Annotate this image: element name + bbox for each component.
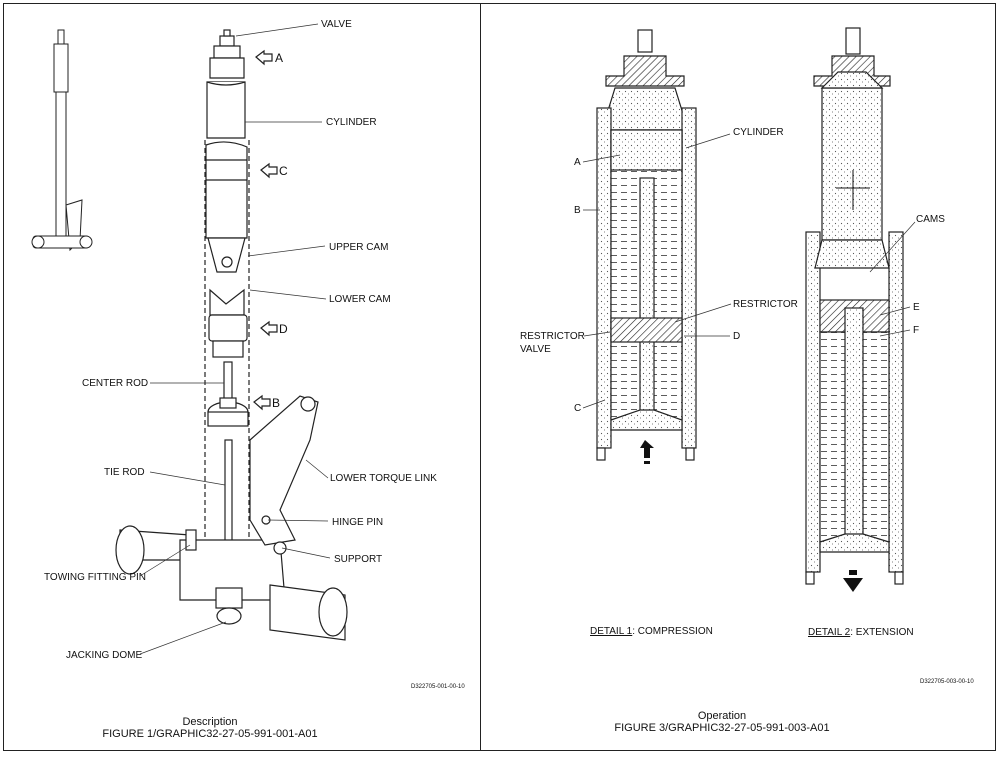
label-lower-cam: LOWER CAM <box>329 294 391 305</box>
detail2-extension-drawing <box>805 27 904 585</box>
leader-lines-left <box>139 23 331 655</box>
caption-left-title: Description <box>182 716 238 728</box>
drawing-id-right: D322705-003-00-10 <box>920 679 974 685</box>
label-view-a: A <box>275 51 283 65</box>
compression-arrow-tail <box>644 461 650 464</box>
drawing-id-left: D322705-001-00-10 <box>411 684 465 690</box>
compression-arrow-icon <box>640 440 654 458</box>
caption-right: Operation FIGURE 3/GRAPHIC32-27-05-991-0… <box>572 710 872 734</box>
detail1-prefix: DETAIL 1 <box>590 626 633 637</box>
label-view-d: D <box>279 322 288 336</box>
label-zone-f: F <box>913 325 919 336</box>
label-valve: VALVE <box>321 19 352 30</box>
extension-arrow-icon <box>843 578 863 592</box>
exploded-strut <box>115 29 348 641</box>
label-restrictor-valve-line2: VALVE <box>520 344 551 355</box>
label-tie-rod: TIE ROD <box>104 467 145 478</box>
label-lower-torque-link: LOWER TORQUE LINK <box>330 473 437 484</box>
label-view-b: B <box>272 396 280 410</box>
extension-arrow-tail <box>849 570 857 575</box>
label-cams: CAMS <box>916 214 945 225</box>
label-zone-e: E <box>913 302 920 313</box>
view-arrows-left <box>253 49 278 411</box>
label-zone-a: A <box>574 157 581 168</box>
caption-right-figure: FIGURE 3/GRAPHIC32-27-05-991-003-A01 <box>614 722 830 734</box>
label-zone-d: D <box>733 331 740 342</box>
detail2-caption: DETAIL 2: EXTENSION <box>808 627 914 638</box>
figure-frame <box>3 3 996 751</box>
label-restrictor-valve-line1: RESTRICTOR <box>520 331 585 342</box>
label-cylinder-left: CYLINDER <box>326 117 377 128</box>
label-upper-cam: UPPER CAM <box>329 242 388 253</box>
label-zone-c: C <box>574 403 581 414</box>
caption-left: Description FIGURE 1/GRAPHIC32-27-05-991… <box>60 716 360 740</box>
gas-expansion-arrows <box>836 170 870 210</box>
label-support: SUPPORT <box>334 554 382 565</box>
label-restrictor: RESTRICTOR <box>733 299 798 310</box>
panel-divider <box>480 3 481 751</box>
label-jacking-dome: JACKING DOME <box>66 650 142 661</box>
detail1-caption: DETAIL 1: COMPRESSION <box>590 626 713 637</box>
leader-lines-right <box>582 133 916 409</box>
detail2-prefix: DETAIL 2 <box>808 627 851 638</box>
detail1-compression-drawing <box>596 29 697 461</box>
label-center-rod: CENTER ROD <box>82 378 148 389</box>
label-towing-fitting-pin: TOWING FITTING PIN <box>44 572 146 583</box>
detail2-text: : EXTENSION <box>850 627 913 638</box>
label-hinge-pin: HINGE PIN <box>332 517 383 528</box>
overview-gear-thumbnail <box>31 29 93 252</box>
caption-left-figure: FIGURE 1/GRAPHIC32-27-05-991-001-A01 <box>102 728 318 740</box>
label-cylinder-right: CYLINDER <box>733 127 784 138</box>
label-zone-b: B <box>574 205 581 216</box>
caption-right-title: Operation <box>697 710 747 722</box>
label-view-c: C <box>279 164 288 178</box>
detail1-text: : COMPRESSION <box>632 626 713 637</box>
